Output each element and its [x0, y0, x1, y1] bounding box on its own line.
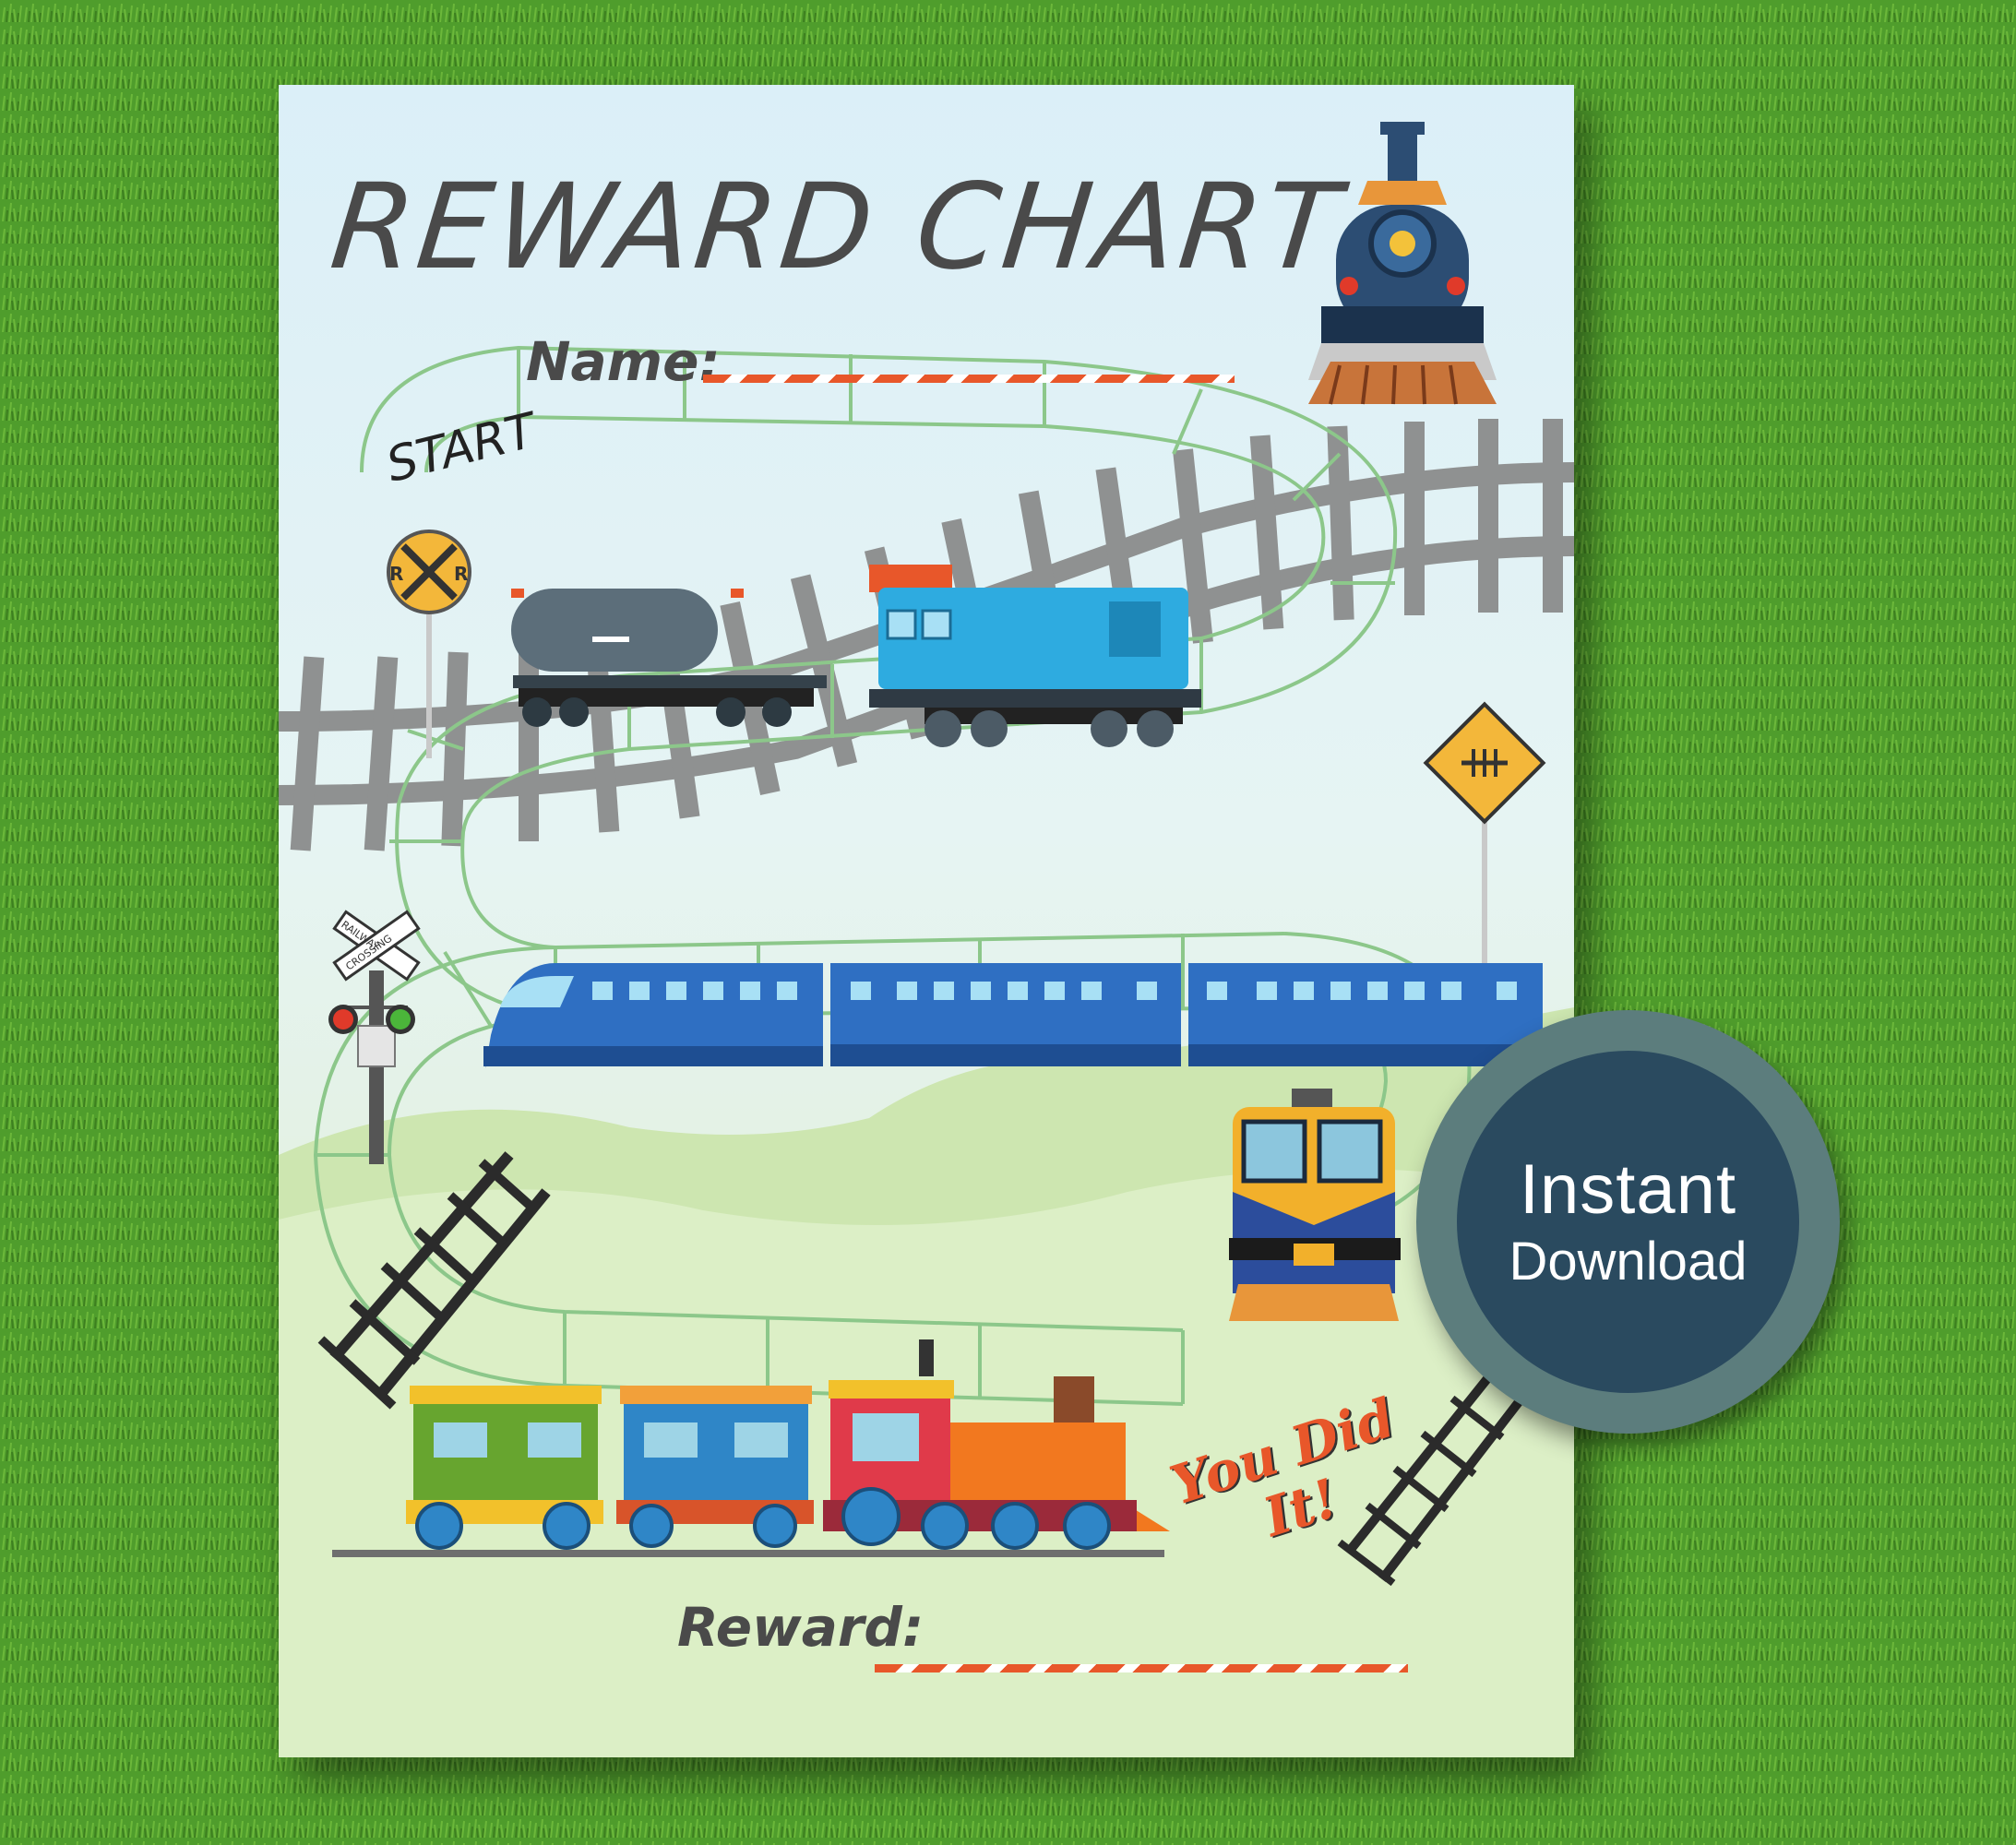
- diesel-locomotive-front: [1229, 1089, 1401, 1321]
- reward-path: [313, 345, 1472, 1406]
- steam-locomotive-front: [1308, 122, 1497, 405]
- badge-line1: Instant: [1519, 1149, 1737, 1229]
- name-label: Name:: [526, 330, 721, 393]
- reward-blank-line[interactable]: [875, 1664, 1408, 1672]
- crossbuck-letter-left: R: [389, 563, 403, 585]
- reward-chart-poster: R R RAILWAY CROSSING: [279, 85, 1574, 1757]
- badge-line2: Download: [1509, 1231, 1748, 1292]
- crossbuck-letter-right: R: [454, 563, 468, 585]
- chart-title: REWARD CHART: [325, 159, 1349, 296]
- reward-label: Reward:: [677, 1596, 924, 1659]
- poster-scene: R R RAILWAY CROSSING: [279, 122, 1574, 1757]
- passenger-train: [483, 963, 1543, 1068]
- toy-train: [332, 1339, 1170, 1557]
- track-left-diagonal: [317, 1151, 551, 1410]
- railway-crossing-signal: RAILWAY CROSSING: [328, 910, 421, 1164]
- instant-download-badge: Instant Download: [1416, 1010, 1840, 1434]
- railroad-warning-sign: [1423, 701, 1546, 989]
- name-blank-line[interactable]: [703, 375, 1235, 383]
- tanker-and-diesel-train: [511, 565, 1201, 747]
- crossbuck-sign: R R: [387, 530, 471, 758]
